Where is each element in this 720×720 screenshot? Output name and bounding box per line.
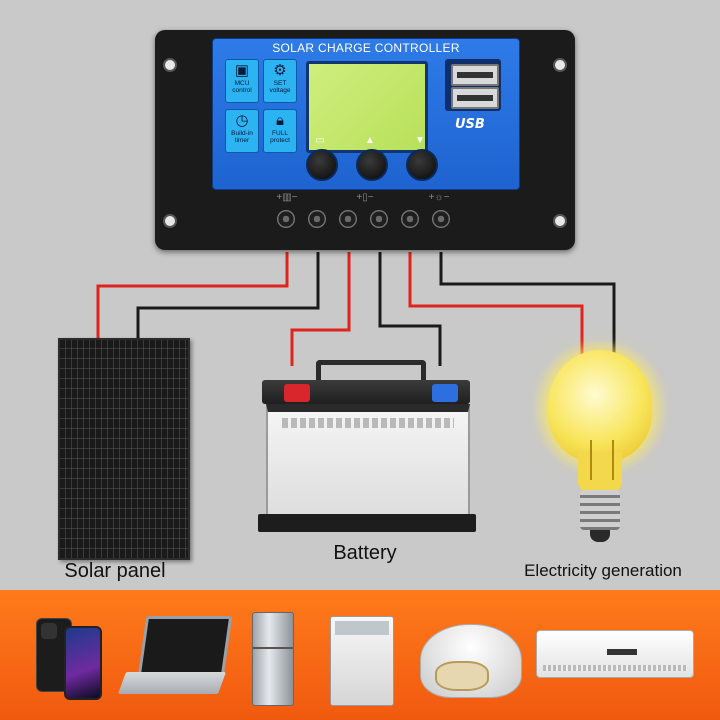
controller-title: SOLAR CHARGE CONTROLLER xyxy=(272,41,460,55)
full-protect-button[interactable]: 🔒︎ FULL protect xyxy=(263,109,297,153)
gear-icon: ⚙ xyxy=(273,62,287,79)
rice-cooker-icon xyxy=(420,616,522,698)
laptop-icon xyxy=(117,616,233,702)
wire-solar-positive xyxy=(96,252,289,342)
label-battery: Battery xyxy=(333,542,397,564)
air-conditioner-body xyxy=(536,630,694,678)
button-label: Build-in xyxy=(231,130,253,137)
build-in-timer-button[interactable]: ◷ Build-in timer xyxy=(225,109,259,153)
rice-cooker-panel xyxy=(435,661,489,691)
rice-cooker-body xyxy=(420,624,522,698)
mcu-control-button[interactable]: ▣ MCU control xyxy=(225,59,259,103)
button-label: SET xyxy=(273,80,287,87)
wire-load-negative xyxy=(439,252,616,360)
terminal-solar-positive[interactable] xyxy=(277,210,295,228)
lock-icon: 🔒︎ xyxy=(276,112,284,129)
terminal-solar-negative[interactable] xyxy=(308,210,326,228)
phone-screen xyxy=(64,626,102,700)
terminal-block: +▥− +▯− +☼− xyxy=(247,188,483,244)
mount-hole xyxy=(553,214,567,228)
button-sublabel: timer xyxy=(234,137,250,144)
washer-body xyxy=(330,616,394,706)
terminal-load-positive[interactable] xyxy=(401,210,419,228)
air-conditioner-icon xyxy=(536,630,694,678)
battery-body xyxy=(266,404,470,524)
mount-hole xyxy=(553,58,567,72)
ac-vent xyxy=(543,665,687,671)
wire-solar-negative xyxy=(136,252,320,342)
label-electricity-generation: Electricity generation xyxy=(524,561,682,580)
usb-port-block xyxy=(445,59,501,111)
mount-hole xyxy=(163,58,177,72)
menu-button[interactable] xyxy=(306,149,338,181)
bulb-terminal-icon: +☼− xyxy=(428,192,450,203)
set-voltage-button[interactable]: ⚙ SET voltage xyxy=(263,59,297,103)
bulb-filament xyxy=(590,440,614,480)
battery-cell-caps xyxy=(282,418,454,428)
bulb-screw-base xyxy=(580,490,620,530)
washer-icon xyxy=(330,616,394,706)
controller-faceplate: SOLAR CHARGE CONTROLLER ▣ MCU control ⚙ … xyxy=(212,38,520,190)
down-arrow-icon: ▼ xyxy=(415,135,425,146)
menu-icon: ▭ xyxy=(315,135,325,146)
terminal-battery-negative[interactable] xyxy=(370,210,388,228)
battery-terminal-icon: +▯− xyxy=(356,192,374,203)
bulb-glass xyxy=(548,350,652,462)
fridge-door-split xyxy=(253,647,293,649)
down-button[interactable] xyxy=(406,149,438,181)
battery-negative-post xyxy=(432,384,458,402)
terminal-load-negative[interactable] xyxy=(432,210,450,228)
battery-base xyxy=(258,514,476,532)
terminal-battery-positive[interactable] xyxy=(339,210,357,228)
appliance-band xyxy=(0,590,720,720)
fridge-icon xyxy=(252,612,294,706)
camera-icon xyxy=(41,623,57,639)
button-label: FULL xyxy=(272,130,288,137)
phone-icon xyxy=(36,618,102,702)
wire-battery-negative xyxy=(378,252,442,366)
washer-control-panel xyxy=(335,621,389,635)
mount-hole xyxy=(163,214,177,228)
button-sublabel: protect xyxy=(270,137,290,144)
label-solar-panel: Solar panel xyxy=(64,560,166,582)
bulb-tip xyxy=(590,530,610,542)
clock-icon: ◷ xyxy=(235,112,249,129)
battery-handle xyxy=(316,360,426,387)
battery-lid xyxy=(262,380,470,404)
solar-panel xyxy=(58,338,190,560)
wire-battery-positive xyxy=(290,252,351,366)
fridge-body xyxy=(252,612,294,706)
up-arrow-icon: ▲ xyxy=(365,135,375,146)
ac-display xyxy=(607,649,637,655)
laptop-keyboard xyxy=(117,672,227,694)
button-sublabel: control xyxy=(232,87,252,94)
wiring xyxy=(96,252,616,366)
solar-terminal-icon: +▥− xyxy=(276,192,298,203)
solar-charge-controller: SOLAR CHARGE CONTROLLER ▣ MCU control ⚙ … xyxy=(155,30,575,250)
button-label: MCU xyxy=(234,80,250,87)
chip-icon: ▣ xyxy=(234,62,250,79)
usb-port[interactable] xyxy=(451,87,499,109)
laptop-screen xyxy=(137,616,233,676)
battery-positive-post xyxy=(284,384,310,402)
bulb-neck xyxy=(578,452,622,492)
diagram-area: SOLAR CHARGE CONTROLLER ▣ MCU control ⚙ … xyxy=(58,30,682,582)
wire-load-positive xyxy=(408,252,584,360)
battery xyxy=(258,360,476,535)
usb-port[interactable] xyxy=(451,64,499,86)
button-sublabel: voltage xyxy=(269,87,291,94)
usb-logo: USB xyxy=(455,117,485,132)
up-button[interactable] xyxy=(356,149,388,181)
